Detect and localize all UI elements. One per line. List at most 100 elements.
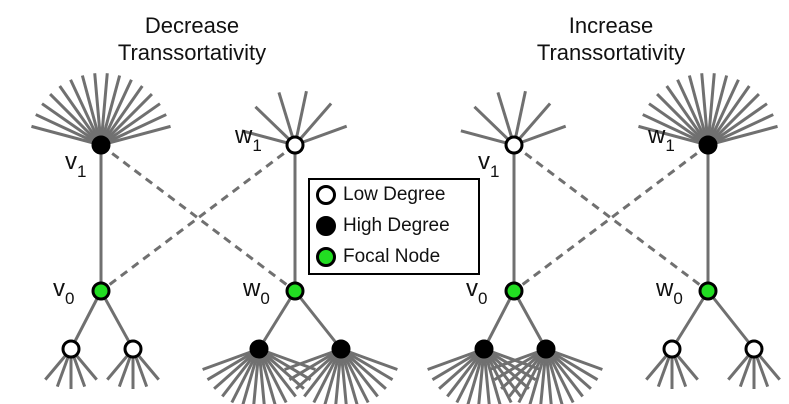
title-decrease-line2: Transsortativity <box>117 40 267 65</box>
decrease-v1-edges <box>93 73 103 146</box>
decrease-w0-right-child-edges <box>312 348 343 404</box>
decrease-v1-edges <box>35 113 102 147</box>
increase-v0-right-child-edges <box>517 348 548 404</box>
increase-v0-left-child-edges <box>455 348 486 404</box>
increase-w0-child-edge <box>670 290 710 350</box>
decrease-v0-child-edge <box>99 290 135 350</box>
increase-w1-node <box>698 135 718 155</box>
increase-v0-left-child-edges <box>438 347 485 390</box>
decrease-w1-v0-dashed-edge <box>100 143 296 293</box>
title-decrease: Decrease Transsortativity <box>62 12 322 66</box>
decrease-w0-right-child-edges <box>295 347 342 390</box>
increase-v0-right-child-edges <box>545 347 603 371</box>
decrease-w0-right-child-edges <box>339 348 379 398</box>
title-increase: Increase Transsortativity <box>481 12 741 66</box>
increase-v0-left-child-edges <box>482 348 502 404</box>
increase-w0-left-child-node <box>662 339 682 359</box>
decrease-v1-edges <box>100 124 171 147</box>
decrease-w0-left-child-edges <box>258 347 316 371</box>
increase-v0-right-child-edges <box>544 348 553 404</box>
increase-v0-child-edge <box>482 290 516 350</box>
decrease-v1-edges <box>99 75 122 146</box>
increase-v1-node <box>504 135 524 155</box>
increase-w1-edges <box>706 79 740 146</box>
increase-v0-right-child-edges <box>539 348 548 404</box>
increase-w1-edges <box>676 79 710 146</box>
decrease-v0-left-child-node <box>61 339 81 359</box>
increase-v0-right-child-edges <box>528 348 548 404</box>
decrease-w0-right-child-edges <box>339 348 348 404</box>
decrease-w0-left-child-edges <box>206 347 260 381</box>
decrease-w0-right-child-edges <box>284 347 342 371</box>
legend-label-high-degree: High Degree <box>343 215 450 236</box>
decrease-w0-left-child-edges <box>257 348 288 404</box>
increase-w1-edges <box>638 124 709 147</box>
decrease-w0-right-child-edges <box>303 348 343 398</box>
decrease-v1-edges <box>31 124 102 147</box>
increase-v0-right-child-edges <box>545 347 592 390</box>
decrease-v1-label: v1 <box>65 148 86 181</box>
decrease-w0-left-child-edges <box>257 348 266 404</box>
decrease-v0-label: v0 <box>53 275 74 308</box>
legend-label-focal-node: Focal Node <box>343 246 441 267</box>
increase-v0-right-child-edges <box>493 347 547 381</box>
increase-v0-right-child-edges <box>544 348 584 398</box>
increase-w1-edges <box>665 85 710 146</box>
decrease-w0-node <box>285 281 305 301</box>
decrease-v1-edges <box>69 79 103 146</box>
increase-w1-edges <box>706 85 751 146</box>
increase-v0-right-child-edges <box>545 347 599 381</box>
decrease-w0-right-child-edges <box>288 347 342 381</box>
decrease-v1-edges <box>80 75 103 146</box>
increase-v0-right-child-edges <box>544 348 564 404</box>
decrease-v1-edges <box>100 113 167 147</box>
decrease-w1-label: w1 <box>234 122 262 155</box>
increase-w1-edges <box>687 75 710 146</box>
increase-v1-label: v1 <box>478 148 499 181</box>
decrease-v0-node <box>91 281 111 301</box>
nodes-layer <box>61 135 764 359</box>
decrease-w0-child-edge <box>257 290 297 350</box>
increase-v0-right-child-node <box>536 339 556 359</box>
decrease-v1-edges <box>99 79 133 146</box>
increase-w1-edges <box>648 102 709 147</box>
increase-w1-edges <box>700 73 710 146</box>
legend-box: Low Degree High Degree Focal Node <box>308 178 480 275</box>
increase-v0-left-child-edges <box>446 348 486 398</box>
high-degree-node-icon <box>316 216 336 236</box>
increase-v0-left-child-edges <box>482 348 513 404</box>
increase-v0-right-child-edges <box>508 348 548 398</box>
decrease-w0-right-child-edges <box>340 347 398 371</box>
increase-v0-right-child-edges <box>544 348 575 404</box>
increase-v0-left-child-node <box>474 339 494 359</box>
increase-v1-w0-dashed-edge <box>513 143 709 293</box>
increase-w1-edges <box>707 102 768 147</box>
increase-v0-right-child-edges <box>489 347 547 371</box>
decrease-v1-node <box>91 135 111 155</box>
decrease-v1-edges <box>99 85 144 146</box>
increase-w0-child-edge <box>706 290 756 350</box>
decrease-w0-right-child-edges <box>340 347 387 390</box>
decrease-v1-edges <box>99 73 109 146</box>
increase-w1-edges <box>656 93 710 147</box>
title-decrease-line1: Decrease <box>144 13 240 38</box>
legend-label-low-degree: Low Degree <box>343 184 446 205</box>
increase-w1-edges <box>706 93 760 147</box>
increase-v0-node <box>504 281 524 301</box>
legend-item-focal-node: Focal Node <box>316 244 440 270</box>
decrease-w0-right-child-edges <box>340 347 394 381</box>
increase-v0-right-child-edges <box>500 347 547 390</box>
legend-item-high-degree: High Degree <box>316 213 450 239</box>
decrease-v0-right-child-node <box>123 339 143 359</box>
decrease-w0-label: w0 <box>242 275 270 308</box>
decrease-w0-left-child-edges <box>257 348 297 398</box>
decrease-w0-left-child-edges <box>257 348 277 404</box>
focal-node-icon <box>316 247 336 267</box>
increase-v0-left-child-edges <box>482 348 491 404</box>
increase-w0-label: w0 <box>655 275 683 308</box>
decrease-w0-right-child-edges <box>339 348 370 404</box>
increase-v0-label: v0 <box>466 275 487 308</box>
title-increase-line1: Increase <box>568 13 654 38</box>
